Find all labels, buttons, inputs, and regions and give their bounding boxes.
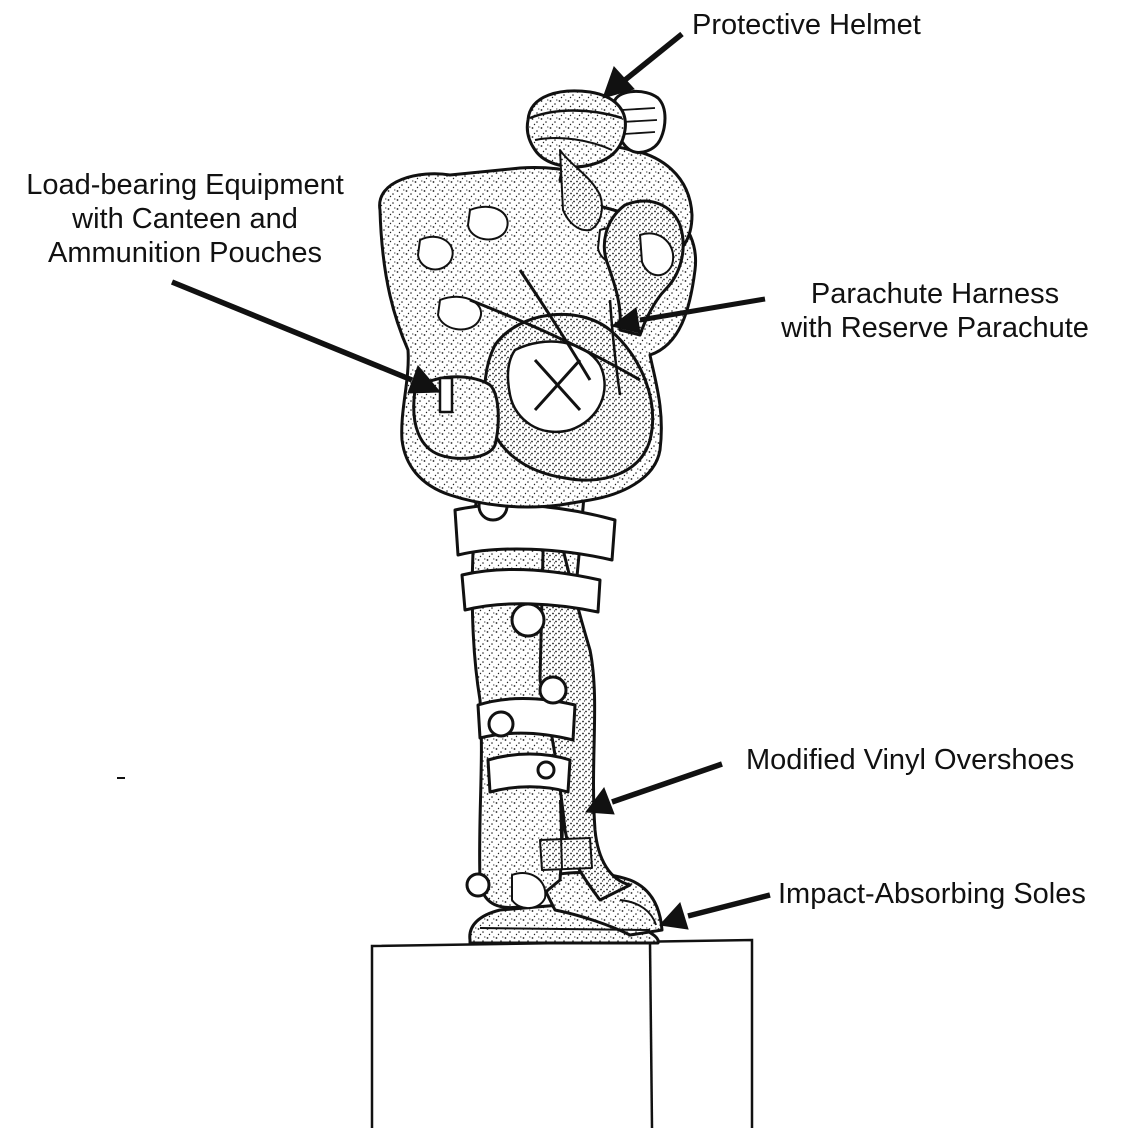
helmet [527, 91, 625, 167]
label-line: Impact-Absorbing Soles [778, 877, 1086, 911]
label-parachute-harness: Parachute Harness with Reserve Parachute [760, 277, 1110, 345]
label-modified-vinyl-overshoes: Modified Vinyl Overshoes [746, 743, 1074, 777]
label-line: Parachute Harness [760, 277, 1110, 311]
label-line: Load-bearing Equipment [6, 168, 364, 202]
pedestal [372, 940, 752, 1128]
label-line: Ammunition Pouches [6, 236, 364, 270]
label-line: with Canteen and [6, 202, 364, 236]
paratrooper-body [380, 91, 696, 943]
label-line: with Reserve Parachute [760, 311, 1110, 345]
arrow-soles [660, 895, 770, 929]
arrow-helmet [603, 34, 682, 98]
label-line: Modified Vinyl Overshoes [746, 743, 1074, 777]
label-line: Protective Helmet [692, 8, 921, 42]
arrow-overshoes [586, 764, 722, 814]
label-impact-absorbing-soles: Impact-Absorbing Soles [778, 877, 1086, 911]
label-protective-helmet: Protective Helmet [692, 8, 921, 42]
label-load-bearing-equipment: Load-bearing Equipment with Canteen and … [6, 168, 364, 270]
